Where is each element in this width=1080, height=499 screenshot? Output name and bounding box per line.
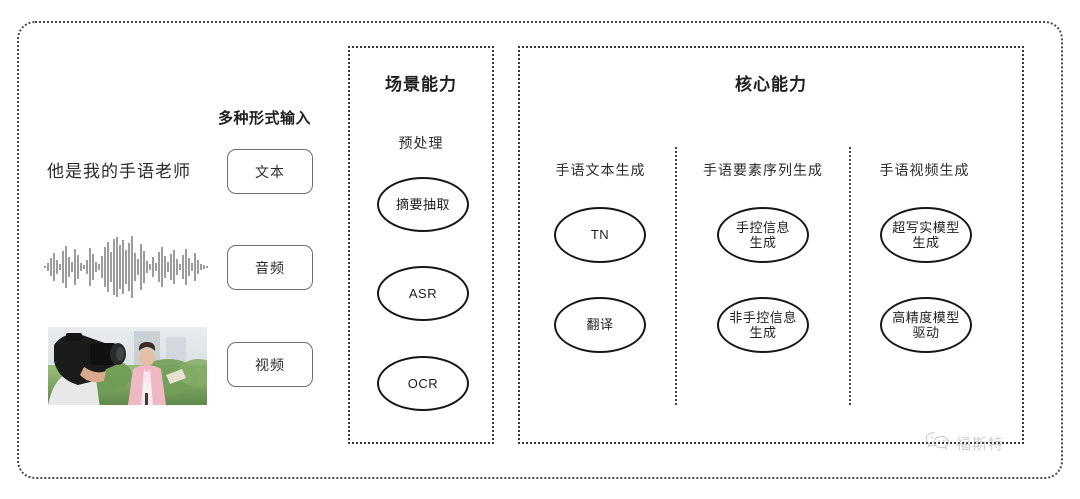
video-thumbnail: [48, 327, 207, 405]
core-column-divider-1: [675, 147, 677, 405]
scene-node-summary-label: 摘要抽取: [395, 196, 450, 212]
core-node-hyperreal-model-label: 超写实模型 生成: [892, 219, 960, 250]
input-modality-video[interactable]: 视频: [227, 342, 313, 387]
core-node-highprecision-model[interactable]: 高精度模型 驱动: [880, 297, 972, 353]
outer-frame: [17, 21, 1063, 479]
core-node-manual-info[interactable]: 手控信息 生成: [717, 207, 809, 263]
core-column-3-label: 手语视频生成: [879, 162, 970, 178]
core-capability-box: 核心能力: [518, 46, 1024, 444]
wechat-icon: [925, 431, 951, 456]
input-modality-audio-label: 音频: [255, 259, 285, 276]
core-column-2-label: 手语要素序列生成: [703, 162, 823, 178]
input-modality-text-label: 文本: [255, 163, 285, 180]
scene-node-ocr[interactable]: OCR: [377, 356, 469, 411]
core-capability-title: 核心能力: [735, 75, 807, 94]
input-section-title: 多种形式输入: [218, 110, 312, 127]
input-modality-text[interactable]: 文本: [227, 149, 313, 194]
core-node-nonmanual-info[interactable]: 非手控信息 生成: [717, 297, 809, 353]
watermark-label: 福斯特: [956, 436, 1005, 453]
scene-node-ocr-label: OCR: [407, 375, 439, 391]
core-node-hyperreal-model[interactable]: 超写实模型 生成: [880, 207, 972, 263]
watermark: 福斯特: [925, 431, 1004, 456]
core-column-1-label: 手语文本生成: [555, 162, 646, 178]
scene-capability-box: 场景能力: [348, 46, 494, 444]
core-node-highprecision-model-label: 高精度模型 驱动: [892, 309, 960, 340]
waveform-icon: [43, 233, 209, 301]
core-column-divider-2: [849, 147, 851, 405]
core-node-manual-info-label: 手控信息 生成: [735, 219, 790, 250]
scene-node-asr-label: ASR: [408, 285, 438, 301]
core-node-tn-label: TN: [590, 227, 610, 243]
core-node-nonmanual-info-label: 非手控信息 生成: [729, 309, 797, 340]
core-node-translate[interactable]: 翻译: [554, 297, 646, 353]
scene-node-asr[interactable]: ASR: [377, 266, 469, 321]
core-node-tn[interactable]: TN: [554, 207, 646, 263]
sample-text: 他是我的手语老师: [47, 162, 191, 181]
scene-node-summary[interactable]: 摘要抽取: [377, 177, 469, 232]
scene-preprocess-label: 预处理: [398, 135, 444, 151]
input-modality-video-label: 视频: [255, 356, 285, 373]
core-node-translate-label: 翻译: [586, 317, 614, 333]
input-modality-audio[interactable]: 音频: [227, 245, 313, 290]
scene-capability-title: 场景能力: [385, 75, 457, 94]
